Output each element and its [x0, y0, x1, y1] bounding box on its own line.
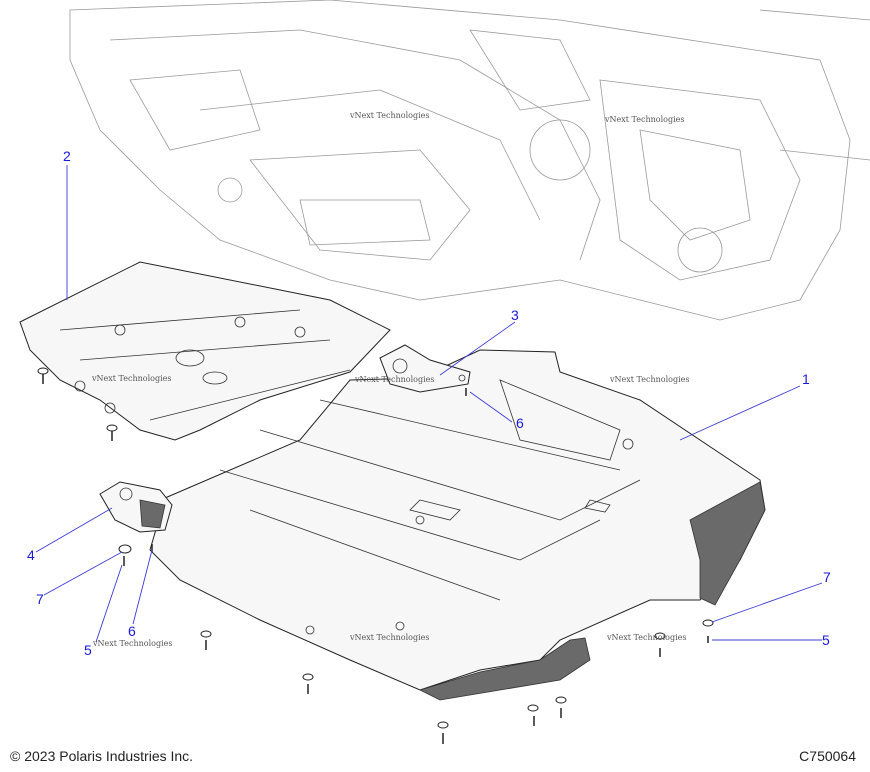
watermark-8: vNext Technologies: [606, 633, 686, 642]
callout-3: 3: [511, 307, 519, 323]
part-4-bracket: [99, 481, 173, 533]
part-3-bracket: [379, 344, 471, 393]
watermark-6: vNext Technologies: [92, 639, 172, 648]
watermark-1: vNext Technologies: [349, 111, 429, 120]
figure-id: C750064: [799, 748, 856, 764]
callout-4: 4: [27, 547, 35, 563]
watermark-7: vNext Technologies: [349, 633, 429, 642]
watermark-4: vNext Technologies: [354, 375, 434, 384]
copyright-text: © 2023 Polaris Industries Inc.: [10, 748, 194, 764]
callout-labels: 1 2 3 4 5 5 6 6 7 7: [27, 148, 831, 658]
callout-7-right: 7: [823, 569, 831, 585]
part-1-main-skid-plate: [149, 349, 766, 691]
fastener-9: [654, 632, 666, 657]
fastener-4: [200, 630, 212, 650]
callout-6-bottom: 6: [128, 623, 136, 639]
watermarks: vNext Technologies vNext Technologies vN…: [91, 111, 689, 648]
watermark-2: vNext Technologies: [604, 115, 684, 124]
watermark-5: vNext Technologies: [609, 375, 689, 384]
fastener-6: [437, 721, 449, 744]
fastener-3: [118, 544, 132, 566]
fasteners: [37, 367, 714, 744]
callout-1: 1: [802, 371, 810, 387]
callout-2: 2: [63, 148, 71, 164]
side-trim-panels: [418, 481, 766, 701]
fastener-2: [106, 424, 118, 441]
fastener-5: [302, 673, 314, 694]
callout-7-left: 7: [36, 591, 44, 607]
fastener-7: [527, 704, 539, 726]
leader-lines: [35, 165, 823, 643]
callout-6-top: 6: [516, 415, 524, 431]
fastener-8: [555, 696, 567, 718]
watermark-3: vNext Technologies: [91, 374, 171, 383]
part-2-left-skid-plate: [19, 261, 391, 441]
callout-5-right: 5: [822, 632, 830, 648]
fastener-1: [37, 367, 49, 384]
callout-5-left: 5: [84, 642, 92, 658]
fastener-10: [702, 619, 714, 643]
chassis-frame: [69, 0, 870, 321]
